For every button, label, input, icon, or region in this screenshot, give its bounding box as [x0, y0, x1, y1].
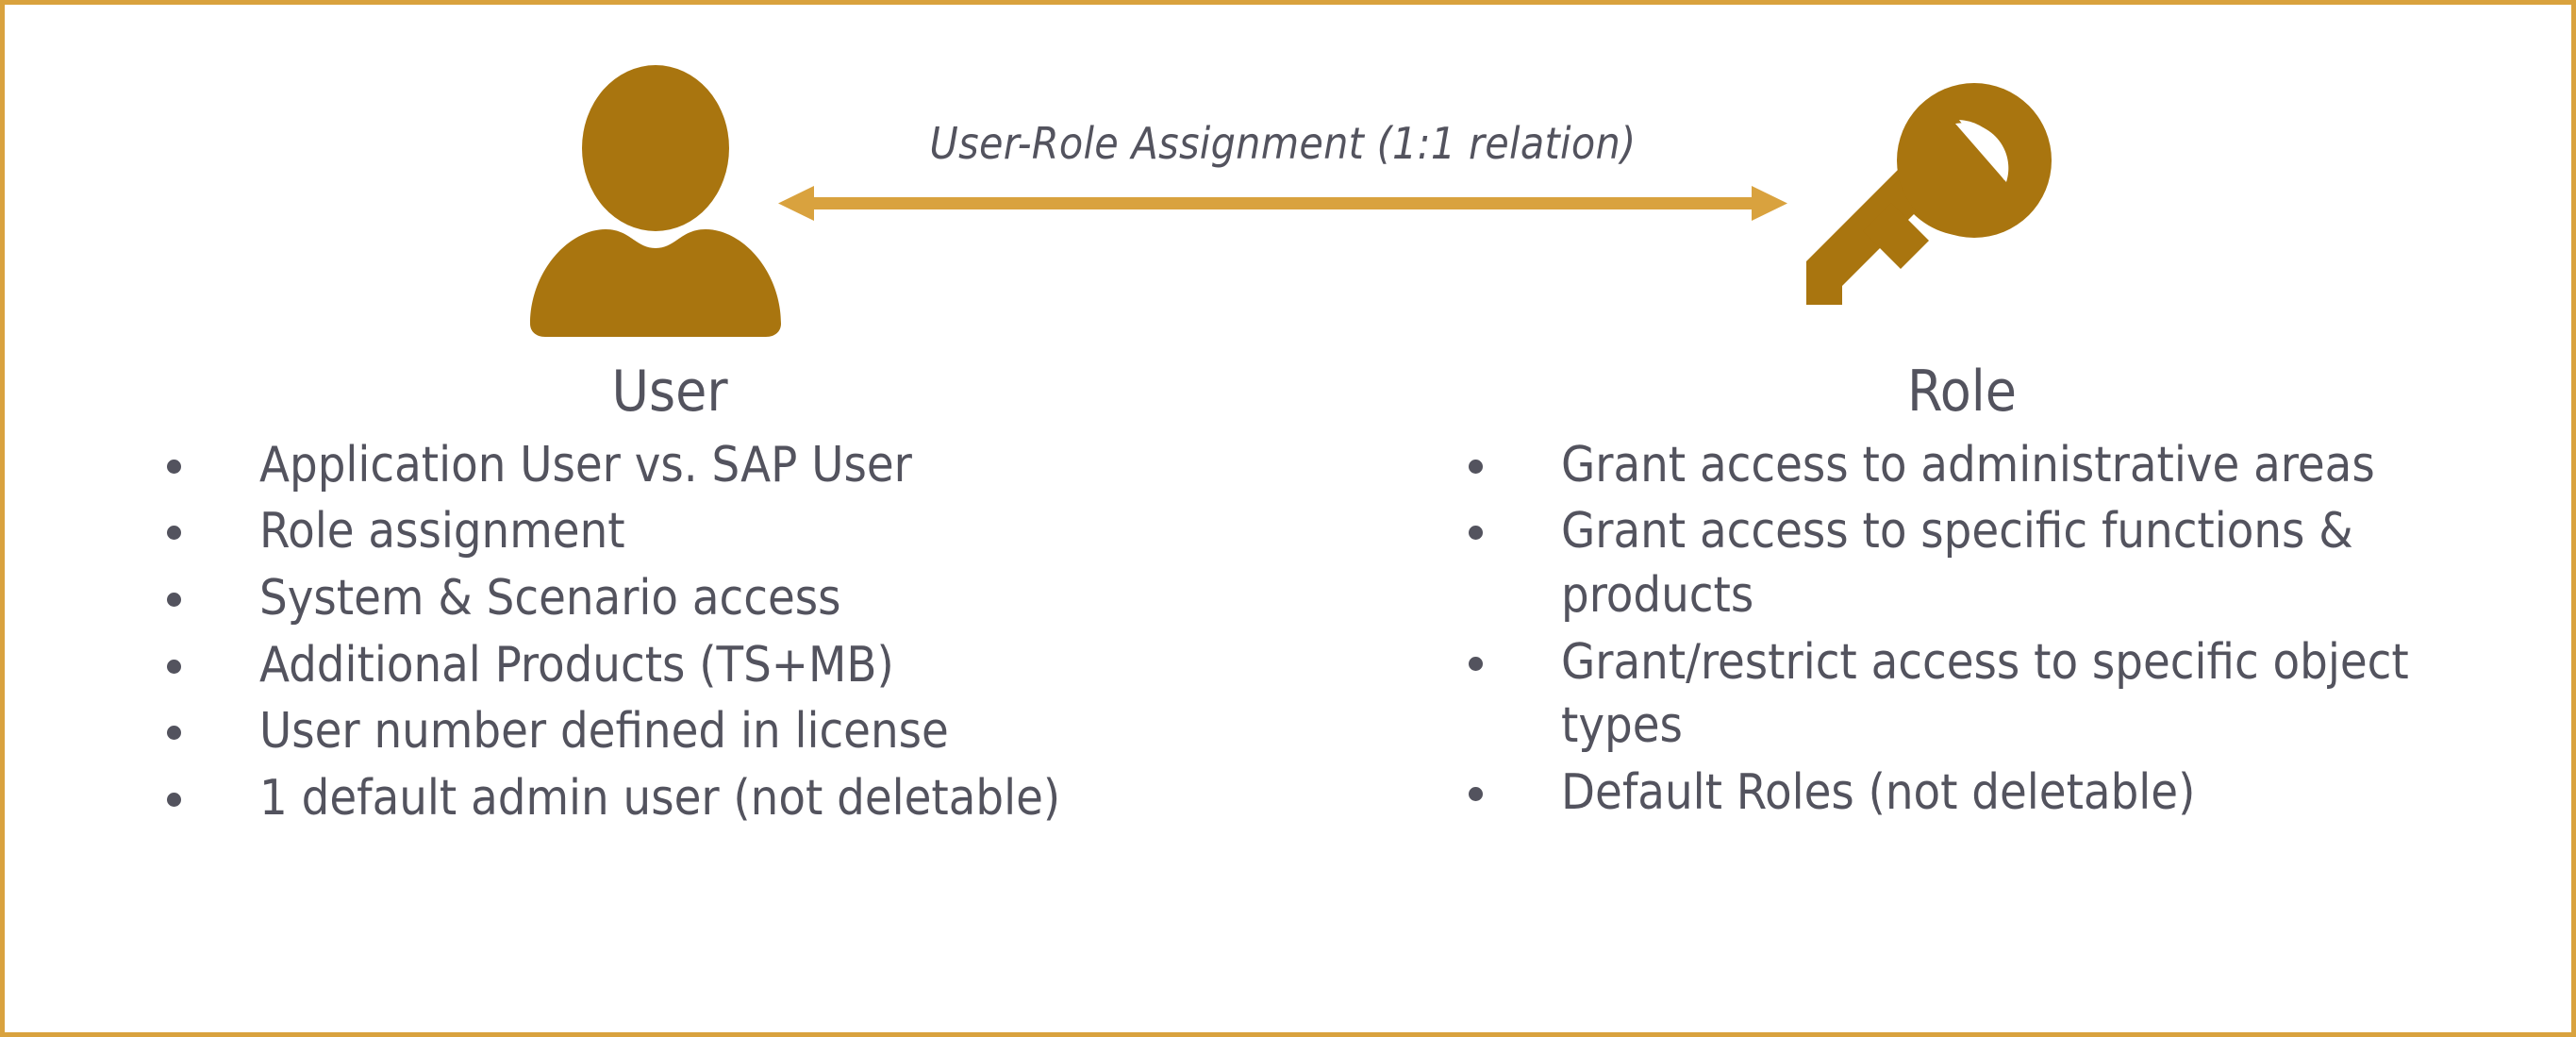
- list-item: Grant/restrict access to specific object…: [1438, 631, 2485, 759]
- list-item-label: Role assignment: [259, 503, 625, 560]
- list-item: 1 default admin user (not deletable): [146, 767, 1193, 831]
- bullet-dot-icon: [1469, 459, 1483, 474]
- bullet-dot-icon: [167, 593, 181, 608]
- list-item-label: Application User vs. SAP User: [259, 436, 912, 493]
- list-item-label: 1 default admin user (not deletable): [259, 769, 1061, 827]
- column-title-user: User: [611, 359, 728, 425]
- bullet-list-role: Grant access to administrative areas Gra…: [1438, 434, 2485, 826]
- list-item: Role assignment: [146, 500, 1193, 564]
- list-item-label: User number defined in license: [259, 703, 949, 761]
- bullet-list-user: Application User vs. SAP User Role assig…: [146, 434, 1193, 831]
- list-item: System & Scenario access: [146, 567, 1193, 631]
- list-item: Grant access to specific functions & pro…: [1438, 500, 2485, 627]
- bullet-dot-icon: [1469, 656, 1483, 671]
- connector-label: User-Role Assignment (1:1 relation): [929, 118, 1637, 169]
- list-item-label: Grant access to specific functions & pro…: [1561, 503, 2353, 624]
- list-item: Default Roles (not deletable): [1438, 761, 2485, 826]
- list-item: Grant access to administrative areas: [1438, 434, 2485, 498]
- bullet-dot-icon: [1469, 526, 1483, 541]
- bullet-dot-icon: [167, 792, 181, 807]
- bullet-dot-icon: [167, 526, 181, 541]
- bullet-dot-icon: [167, 459, 181, 474]
- bullet-dot-icon: [1469, 786, 1483, 801]
- list-item-label: Default Roles (not deletable): [1561, 763, 2196, 821]
- key-icon: [1797, 42, 2080, 307]
- list-item: User number defined in license: [146, 700, 1193, 764]
- user-icon: [519, 63, 792, 337]
- list-item-label: Grant access to administrative areas: [1561, 436, 2375, 493]
- list-item: Additional Products (TS+MB): [146, 634, 1193, 698]
- list-item: Application User vs. SAP User: [146, 434, 1193, 498]
- list-item-label: Additional Products (TS+MB): [259, 636, 894, 694]
- bullet-dot-icon: [167, 726, 181, 741]
- bullet-dot-icon: [167, 659, 181, 674]
- bidirectional-arrow: [778, 175, 1787, 231]
- column-user: User Application User vs. SAP User Role …: [146, 361, 1193, 833]
- list-item-label: System & Scenario access: [259, 569, 841, 627]
- column-title-role: Role: [1906, 359, 2018, 425]
- column-role: Role Grant access to administrative area…: [1438, 361, 2485, 828]
- list-item-label: Grant/restrict access to specific object…: [1561, 633, 2409, 755]
